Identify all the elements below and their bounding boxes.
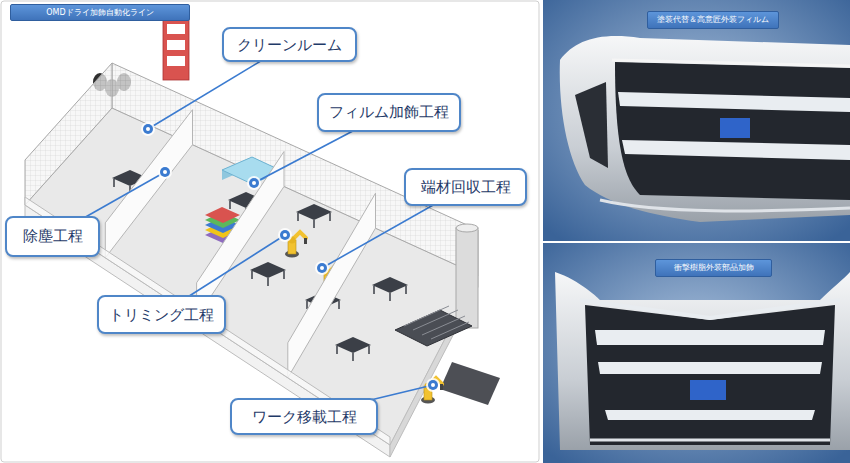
partition-wall — [105, 110, 192, 258]
marker-dot — [252, 181, 256, 185]
marker-dot — [146, 127, 150, 131]
marker-dot — [158, 165, 172, 179]
floor-mat — [440, 362, 500, 405]
marker-dot — [143, 124, 153, 134]
plate-mount — [720, 118, 750, 138]
chrome-strip — [600, 200, 850, 211]
callout-label: フィルム加飾工程 — [329, 103, 449, 121]
floor — [25, 108, 478, 445]
film-band — [595, 330, 825, 345]
process-callout: ワーク移載工程 — [230, 398, 378, 435]
marker-dot — [320, 266, 324, 270]
film-band — [618, 92, 850, 112]
rack-slot — [167, 24, 185, 34]
photo-background — [543, 243, 850, 463]
callout-label: 除塵工程 — [23, 227, 83, 245]
process-callout: 除塵工程 — [5, 216, 100, 257]
bumper-grille — [615, 62, 850, 200]
marker-dot — [283, 233, 287, 237]
callout-label: トリミング工程 — [109, 306, 214, 324]
photo-banner: 塗装代替＆高意匠外装フィルム — [647, 11, 779, 29]
marker-dot — [431, 383, 435, 387]
robot — [421, 378, 443, 404]
film-band — [598, 362, 822, 374]
photo-background — [543, 0, 850, 241]
marker-dot — [247, 176, 261, 190]
marker-dot — [160, 167, 170, 177]
work-table — [250, 262, 286, 286]
conveyor-roller — [404, 306, 469, 339]
chrome-strip — [590, 439, 830, 442]
marker-dot — [317, 263, 327, 273]
end-fence — [25, 63, 112, 205]
bumper-body — [555, 272, 850, 450]
process-callout: フィルム加飾工程 — [317, 93, 461, 132]
process-callout: クリーンルーム — [222, 27, 357, 62]
photo-banner: 衝撃樹脂外装部品加飾 — [655, 259, 772, 277]
column — [456, 224, 478, 232]
marker-dot — [163, 170, 167, 174]
marker-dot — [280, 230, 290, 240]
film-stack — [205, 207, 240, 223]
bumper-grille — [585, 305, 835, 445]
banner-text: 塗装代替＆高意匠外装フィルム — [657, 15, 769, 25]
marker-dot — [428, 380, 438, 390]
marker-dot — [315, 261, 329, 275]
column — [456, 228, 478, 328]
marker-dot — [426, 378, 440, 392]
marker-dot — [249, 178, 259, 188]
film-band — [605, 410, 815, 420]
chrome-strip — [612, 60, 850, 66]
banner-text: 衝撃樹脂外装部品加飾 — [674, 263, 754, 273]
callout-label: ワーク移載工程 — [252, 408, 357, 426]
rack-slot — [167, 56, 185, 66]
partition-wall — [197, 152, 284, 318]
marker-dot — [278, 228, 292, 242]
rack-slot — [167, 40, 185, 50]
callout-label: クリーンルーム — [237, 36, 342, 54]
callout-label: 端材回収工程 — [421, 178, 511, 196]
storage-rack — [163, 18, 189, 80]
bumper-vent — [575, 82, 608, 168]
film-band — [622, 140, 850, 160]
conveyor — [395, 310, 472, 346]
partition-wall — [288, 193, 376, 378]
panel-frame — [1, 1, 539, 462]
process-callout: トリミング工程 — [97, 295, 226, 334]
process-callout: 端材回収工程 — [404, 168, 527, 206]
title-banner: OMDドライ加飾自動化ライン — [10, 4, 190, 21]
marker-dots — [141, 122, 440, 392]
title-text: OMDドライ加飾自動化ライン — [46, 8, 153, 18]
work-table — [296, 204, 332, 228]
work-table — [372, 277, 408, 301]
chrome-strip — [580, 300, 840, 318]
plate-mount — [690, 380, 726, 400]
work-table — [335, 337, 371, 361]
bumper-body — [560, 36, 850, 222]
marker-dot — [141, 122, 155, 136]
